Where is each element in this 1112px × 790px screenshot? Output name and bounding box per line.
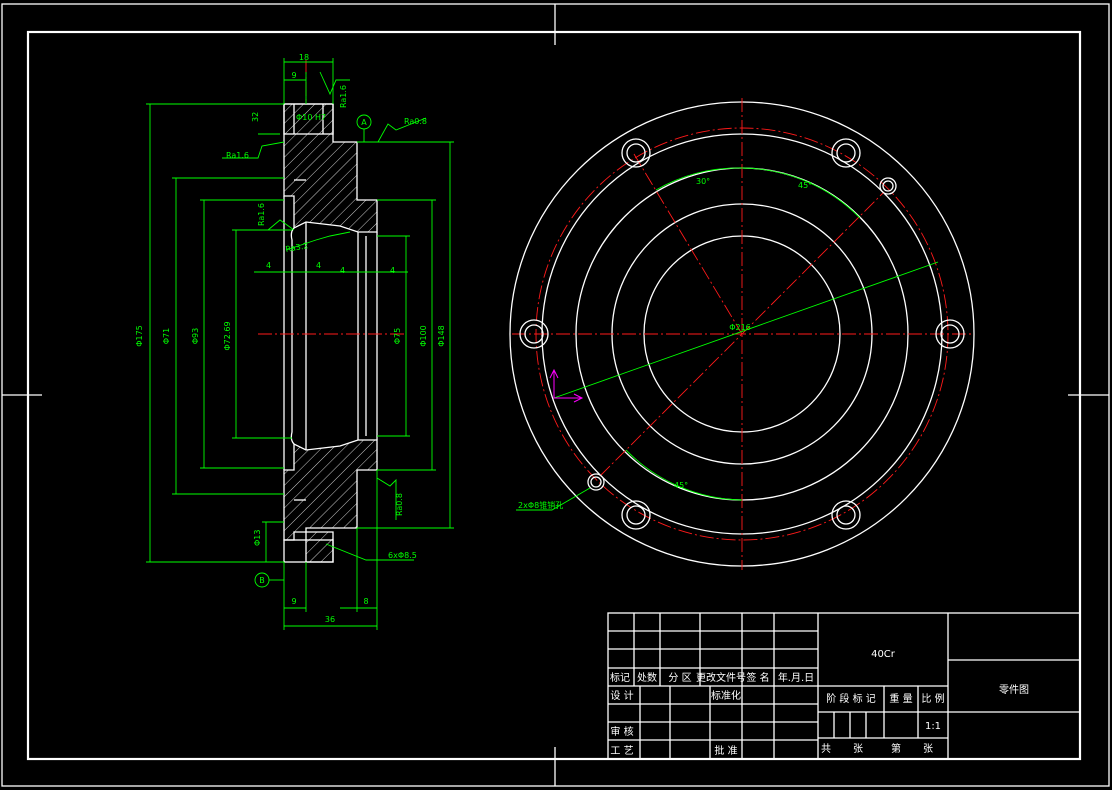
pin-note: 2xΦ8锥销孔 (518, 500, 563, 510)
dims-top: 18 9 Ra1.6 (283, 53, 350, 108)
hdr-3: 分 区 (668, 672, 691, 684)
dim-right-1: Φ75 (393, 328, 402, 344)
dim-right-2: Φ100 (419, 325, 428, 347)
sheet-3: 第 (891, 742, 901, 755)
dim-left-3: Φ93 (191, 328, 200, 344)
ucs-icon (549, 368, 584, 403)
hdr-6: 年.月.日 (778, 671, 814, 684)
dim-bottom-overall: 36 (325, 615, 335, 624)
dims-right: Φ75 Φ100 Φ148 (357, 141, 454, 529)
rhdr-2: 重 量 (889, 692, 912, 705)
sheet-frame (1, 3, 1110, 787)
scale: 1:1 (925, 721, 941, 732)
roughness-3: Ra1.6 (226, 151, 249, 160)
holes-note: 6xΦ8.5 (388, 551, 417, 560)
bolt-holes (519, 138, 965, 530)
svg-text:B: B (259, 576, 265, 585)
angle-1: 30° (696, 177, 710, 186)
center-label: Φ216 (729, 323, 751, 332)
material: 40Cr (871, 649, 896, 660)
dims-bottom: 9 8 36 (283, 470, 378, 630)
label-approve: 批 准 (714, 744, 737, 757)
roughness-4: Ra1.6 (257, 203, 266, 226)
roughness-6: Ra0.8 (395, 493, 404, 516)
step-dims: 4 4 4 4 (254, 261, 408, 275)
rhdr-1: 阶 段 标 记 (826, 692, 876, 705)
svg-text:A: A (361, 118, 367, 127)
dim-left-2: Φ71 (162, 328, 171, 344)
dim-top-overall: 18 (299, 53, 309, 62)
hdr-4: 更改文件号 (696, 671, 746, 684)
hdr-2: 处数 (637, 671, 657, 684)
drawing-name: 零件图 (999, 684, 1029, 696)
step-3: 4 (340, 266, 345, 275)
label-standardize: 标准化 (711, 689, 741, 702)
dim-left-4: Φ72.69 (223, 321, 232, 350)
datum-b: B (254, 572, 284, 588)
sheet-4: 张 (923, 743, 933, 755)
dim-32-label: 32 (251, 112, 260, 122)
angle-3: 45° (674, 481, 688, 490)
dim-bottom-right: 8 (363, 597, 368, 606)
roughness-2: Ra0.8 (404, 117, 427, 126)
roughness-1: Ra1.6 (339, 85, 348, 108)
sheet-1: 共 (821, 743, 831, 755)
dims-left: Φ175 Φ71 Φ93 Φ72.69 (135, 103, 292, 563)
hole-top-label: Φ10 H7 (296, 113, 326, 122)
hdr-5: 签 名 (746, 671, 769, 684)
step-2: 4 (316, 261, 321, 270)
step-4: 4 (390, 266, 395, 275)
hdr-1: 标记 (610, 672, 630, 684)
sheet-2: 张 (853, 743, 863, 755)
roughness-marks: Ra0.8 Ra1.6 Ra1.6 Ra3.2 Ra0.8 (222, 117, 427, 520)
step-1: 4 (266, 261, 271, 270)
label-check: 审 核 (610, 725, 633, 738)
label-design: 设 计 (610, 689, 633, 702)
datum-a: A (356, 114, 372, 142)
hole-bottom-label: Φ13 (253, 530, 262, 546)
pin-holes (587, 177, 897, 491)
title-block: 40Cr 零件图 标记 处数 分 区 更改文件号 签 名 年.月.日 设 计 标… (607, 612, 1081, 760)
plan-view: 30° 45° 45° Φ216 2xΦ8锥销孔 (509, 98, 975, 570)
section-hatch-lower (283, 439, 378, 563)
label-process: 工 艺 (610, 745, 633, 757)
rhdr-3: 比 例 (921, 692, 944, 705)
dim-left-1: Φ175 (135, 325, 144, 347)
dim-bottom-left: 9 (291, 597, 296, 606)
dim-right-3: Φ148 (437, 325, 446, 347)
section-view: Φ175 Φ71 Φ93 Φ72.69 Φ75 Φ100 Φ148 4 4 4 (135, 53, 454, 630)
section-hatch-upper (283, 103, 378, 233)
angle-2: 45° (798, 181, 812, 190)
dim-top-small: 9 (291, 71, 296, 80)
roughness-5: Ra3.2 (285, 241, 309, 254)
